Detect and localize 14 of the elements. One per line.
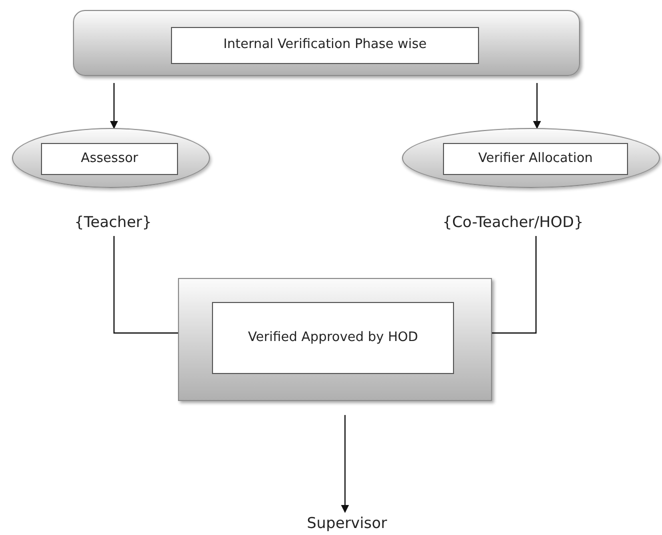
text-box: Verifier Allocation: [443, 143, 628, 175]
text-label: Supervisor: [297, 512, 397, 534]
process-box: [73, 10, 580, 76]
process-box: [178, 278, 492, 401]
text-box: Assessor: [41, 143, 178, 175]
text-box: Internal Verification Phase wise: [171, 27, 479, 64]
text-label: {Co-Teacher/HOD}: [417, 210, 609, 234]
arrow: [533, 83, 541, 129]
arrow: [341, 415, 349, 513]
text-label: {Teacher}: [53, 210, 173, 234]
arrow: [110, 83, 118, 129]
connector-line: [492, 236, 537, 334]
connector-line: [113, 236, 178, 334]
text-box: Verified Approved by HOD: [212, 302, 454, 374]
